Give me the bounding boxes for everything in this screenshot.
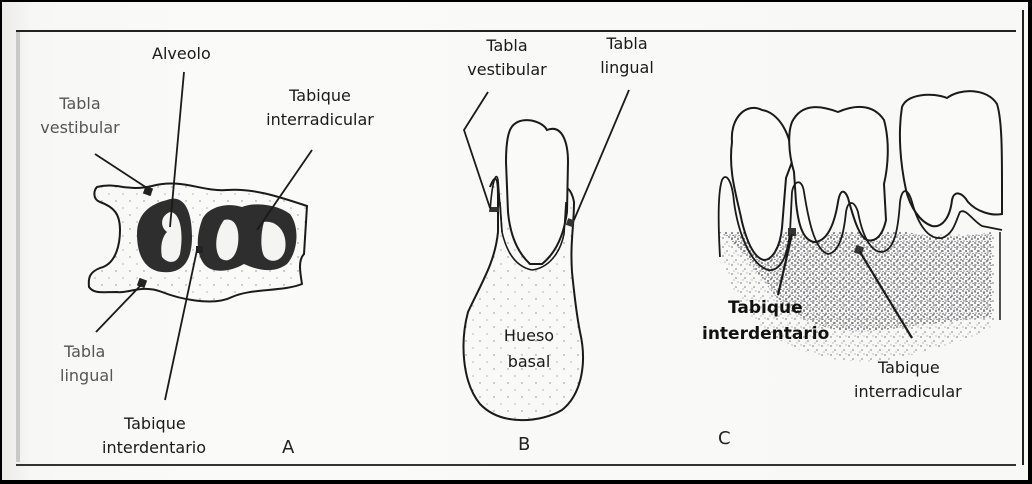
panel-a-drawing: [87, 71, 313, 401]
figure-rule-box: [16, 30, 1016, 466]
label-c-tabique-interdentario-line1: Tabique: [728, 298, 803, 318]
label-alveolo: Alveolo: [152, 44, 211, 63]
panel-letter-c: C: [718, 428, 731, 449]
panel-letter-b: B: [518, 434, 531, 455]
label-tabique-interdentario-line1: Tabique: [124, 414, 186, 433]
label-b-tabla-lingual-line1: Tabla: [606, 34, 648, 53]
label-b-tabla-vestibular-line1: Tabla: [486, 36, 528, 55]
label-tabique-interradicular-line1: Tabique: [289, 86, 351, 105]
label-c-tabique-interdentario-line2: interdentario: [702, 324, 830, 344]
label-tabla-lingual-line1: Tabla: [64, 342, 106, 361]
label-tabique-interdentario-line2: interdentario: [102, 438, 207, 457]
label-tabla-vestibular-line2: vestibular: [40, 118, 120, 137]
label-tabla-lingual-line2: lingual: [60, 366, 114, 385]
label-b-tabla-vestibular-line2: vestibular: [467, 60, 547, 79]
label-tabique-interradicular-line2: interradicular: [266, 110, 374, 129]
label-hueso-basal-line1: Hueso: [503, 326, 555, 345]
panel-b-drawing: [462, 89, 630, 422]
panel-letter-a: A: [282, 437, 295, 458]
label-b-tabla-lingual-line2: lingual: [600, 58, 654, 77]
panel-c-drawing: [717, 90, 1003, 362]
label-c-tabique-interradicular-line2: interradicular: [854, 382, 962, 401]
label-tabla-vestibular-line1: Tabla: [59, 94, 101, 113]
page-gutter-shadow: [16, 32, 20, 462]
label-hueso-basal-line2: basal: [507, 352, 551, 371]
right-border-rule: [1022, 10, 1024, 465]
label-c-tabique-interradicular-line1: Tabique: [878, 358, 940, 377]
